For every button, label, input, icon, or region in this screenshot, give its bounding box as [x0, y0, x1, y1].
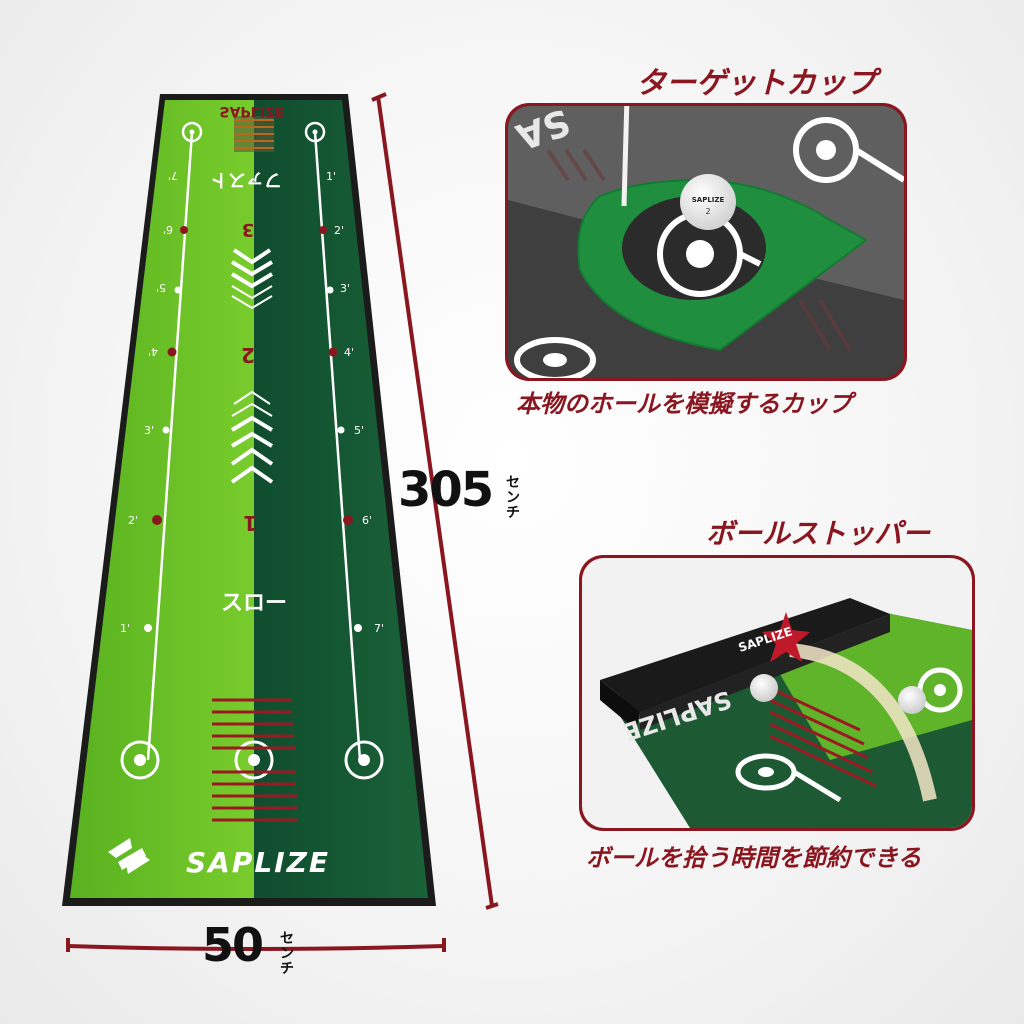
right-distance-label: 6' — [362, 514, 372, 527]
right-distance-label: 1' — [326, 170, 336, 183]
length-dimension-line — [376, 95, 494, 907]
target-cup-caption: 本物のホールを模擬するカップ — [516, 390, 852, 418]
zone-number: 3 — [242, 219, 255, 240]
guide-dots — [144, 226, 362, 632]
width-value: 50 — [202, 918, 264, 972]
target-cup-title: ターゲットカップ — [636, 66, 876, 101]
bottom-red-ladder — [212, 698, 298, 822]
mat-brand-text: SAPLIZE — [186, 846, 330, 879]
ball-stopper-title: ボールストッパー — [706, 517, 931, 550]
slow-speed-label: スロー — [221, 591, 287, 616]
right-distance-label: 4' — [344, 346, 354, 359]
chevron-up-icons — [231, 390, 273, 417]
bottom-target-circles — [120, 740, 384, 780]
width-unit: センチ — [280, 931, 294, 977]
left-distance-label: 1' — [120, 622, 130, 635]
fast-speed-label: ファスト — [210, 169, 282, 190]
left-distance-label: 3' — [144, 424, 154, 437]
zone-number: 1 — [243, 511, 257, 535]
left-distance-label: 5' — [156, 281, 166, 294]
right-distance-label: 3' — [340, 282, 350, 295]
saplize-logo-icon — [108, 838, 150, 874]
left-distance-label: 2' — [128, 514, 138, 527]
zone-number: 2 — [241, 343, 255, 367]
top-hatch-marks — [234, 116, 274, 152]
mat-top-brand-mirrored: SAPLIZE — [219, 103, 284, 119]
mat-light-half — [70, 100, 254, 898]
length-value: 305 — [398, 462, 494, 518]
right-distance-label: 2' — [334, 224, 344, 237]
right-distance-label: 5' — [354, 424, 364, 437]
left-distance-label: 4' — [148, 345, 158, 358]
chevron-down-icons — [230, 248, 274, 289]
right-distance-label: 7' — [374, 622, 384, 635]
width-dimension-line — [67, 944, 445, 951]
left-distance-label: 7' — [168, 169, 178, 182]
ball-stopper-caption: ボールを拾う時間を節約できる — [586, 844, 922, 872]
left-distance-label: 6' — [163, 223, 173, 236]
length-unit: センチ — [506, 475, 520, 521]
